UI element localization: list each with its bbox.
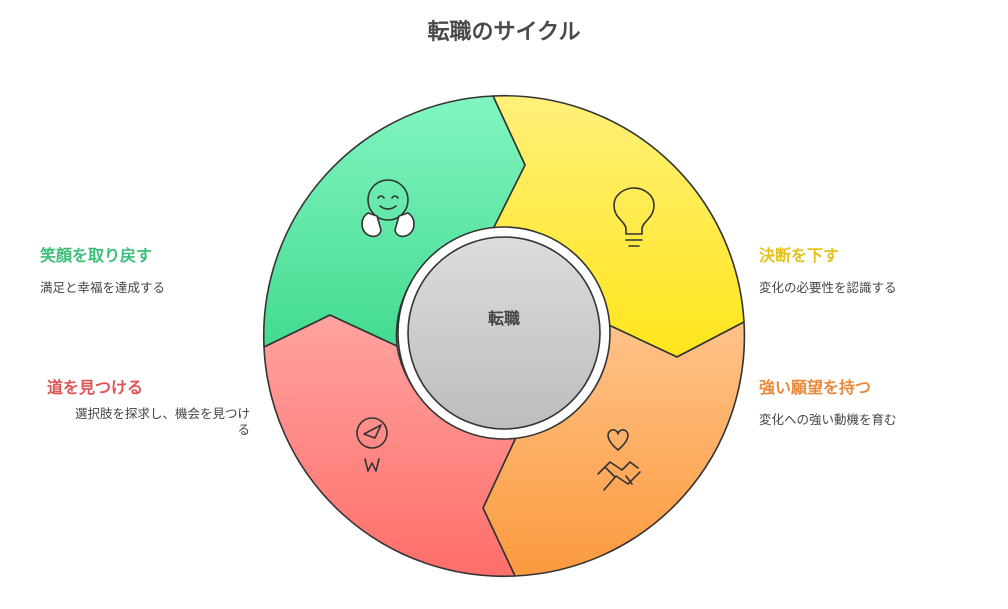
lightbulb-icon: [613, 187, 655, 247]
stage-label-decide: 決断を下す: [759, 246, 840, 265]
stage-desc-find-path-line-1: 選択肢を探求し、機会を見つけ: [74, 406, 250, 421]
stage-desc-smile: 満足と幸福を達成する: [40, 280, 166, 295]
stage-label-smile: 笑顔を取り戻す: [40, 246, 153, 265]
happy-face-icon: [361, 179, 415, 238]
heart-hands-icon: [597, 429, 641, 491]
stage-desc-find-path: 選択肢を探求し、機会を見つけ る: [40, 406, 250, 438]
stage-desc-decide: 変化の必要性を認識する: [759, 280, 897, 295]
stage-label-desire: 強い願望を持つ: [759, 378, 872, 397]
center-circle: [407, 236, 601, 430]
diagram-title: 転職のサイクル: [427, 20, 581, 45]
stage-desc-desire: 変化への強い動機を育む: [759, 412, 897, 427]
stage-desc-find-path-line-2: る: [237, 422, 250, 437]
compass-icon: [356, 417, 388, 472]
center-label: 転職: [488, 309, 520, 328]
stage-label-find-path: 道を見つける: [47, 378, 144, 397]
